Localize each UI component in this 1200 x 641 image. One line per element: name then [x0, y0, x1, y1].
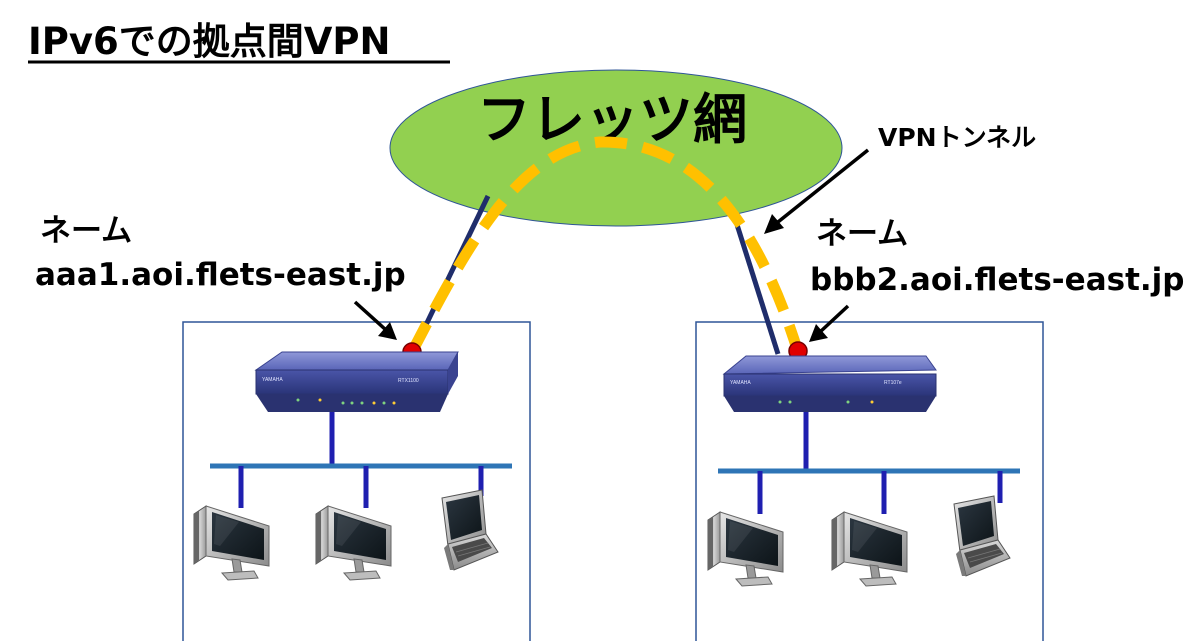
right-desktop-pc-2: [831, 511, 908, 587]
left-hostname-arrow-head: [378, 322, 397, 340]
right-hostname-arrow-line: [818, 304, 850, 334]
left-desktop-pc-2: [315, 505, 392, 581]
right-name-label: ネーム: [816, 216, 908, 252]
left-router-model: RTX1100: [398, 378, 419, 384]
left-hostname-arrow-line: [353, 300, 388, 332]
right-wan-link: [730, 211, 781, 355]
vpn-tunnel-label: VPNトンネル: [878, 123, 1036, 152]
right-router-brand: YAMAHA: [730, 380, 751, 386]
right-router-model: RT107e: [884, 380, 902, 386]
left-hostname: aaa1.aoi.flets-east.jp: [35, 257, 406, 293]
left-router-brand: YAMAHA: [262, 377, 283, 383]
left-name-label: ネーム: [40, 213, 132, 249]
right-site-box: [695, 321, 1044, 641]
left-site-box: [182, 321, 531, 641]
right-router: YAMAHA RT107e: [722, 355, 937, 412]
right-lan: [718, 412, 1020, 514]
right-laptop-pc: [953, 495, 1011, 577]
tunnel-arrow-head: [764, 214, 784, 234]
tunnel-arrow-line: [776, 148, 870, 224]
left-laptop-pc: [441, 489, 499, 571]
left-desktop-pc-1: [193, 505, 270, 581]
right-hostname: bbb2.aoi.flets-east.jp: [810, 262, 1184, 298]
left-router: YAMAHA RTX1100: [254, 351, 459, 412]
vpn-tunnel-path: [407, 136, 804, 355]
page-title: IPv6での拠点間VPN: [28, 20, 390, 63]
left-lan: [210, 412, 512, 508]
right-hostname-arrow-head: [809, 324, 828, 342]
right-desktop-pc-1: [707, 511, 784, 587]
